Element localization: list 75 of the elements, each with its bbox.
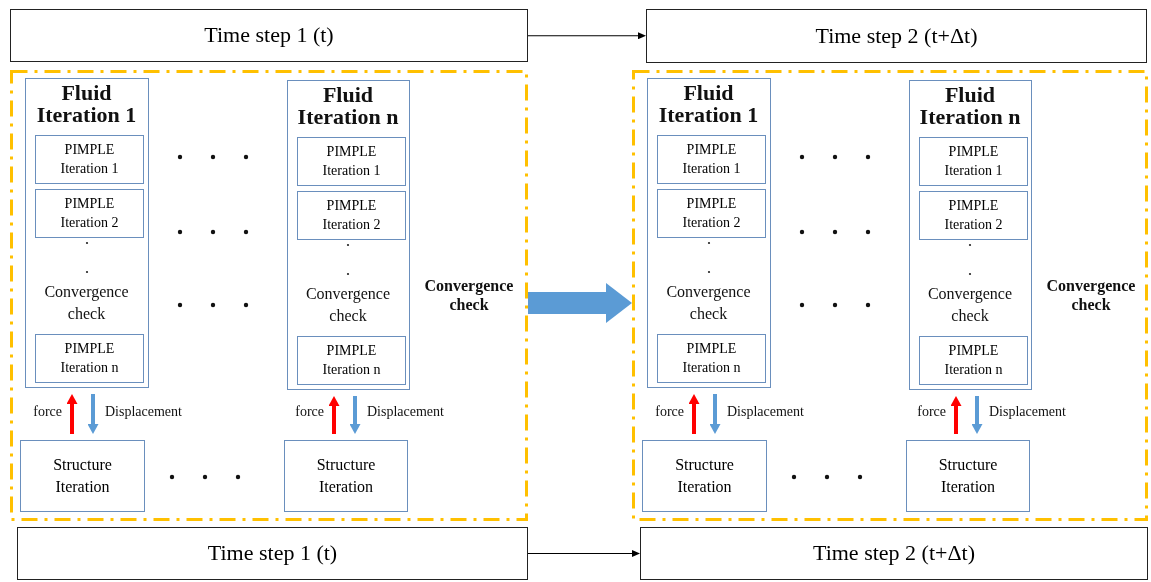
convergence-check-label: Convergence check <box>423 276 515 315</box>
convergence-check-label: Convergence check <box>1045 276 1137 315</box>
time-step-label: Time step 1 (t) <box>203 21 335 50</box>
pimple-iteration-box <box>297 137 406 186</box>
convergence-check-text: Convergence check <box>304 284 392 326</box>
iteration-label: PIMPLE Iteration 2 <box>59 195 120 232</box>
time-step-box <box>646 9 1147 63</box>
fluid-iteration-box <box>25 78 149 388</box>
iteration-label: PIMPLE Iteration n <box>321 342 382 379</box>
pimple-iteration-box <box>35 189 144 238</box>
structure-iteration-box <box>284 440 408 512</box>
iteration-label: Structure Iteration <box>674 454 735 497</box>
edge-label: Displacement <box>367 404 444 420</box>
edge-label: force <box>295 404 324 420</box>
pimple-iteration-box <box>35 334 144 383</box>
block-arrow <box>528 283 632 323</box>
arrow <box>688 394 700 434</box>
fluid-iteration-heading: Fluid Iteration n <box>918 84 1022 128</box>
iteration-label: Structure Iteration <box>315 454 377 497</box>
edge-label: force <box>655 404 684 420</box>
iteration-label: PIMPLE Iteration 2 <box>681 195 742 232</box>
structure-iteration-box <box>906 440 1030 512</box>
arrow <box>971 396 983 434</box>
arrow <box>328 396 340 434</box>
iteration-label: Structure Iteration <box>52 454 113 497</box>
structure-iteration-box <box>20 440 145 512</box>
arrow <box>87 394 99 434</box>
pimple-iteration-box <box>35 135 144 184</box>
pimple-iteration-box <box>919 191 1028 240</box>
pimple-iteration-box <box>657 135 766 184</box>
fluid-iteration-box <box>647 78 771 388</box>
arrow <box>527 550 640 557</box>
pimple-iteration-box <box>657 334 766 383</box>
pimple-iteration-box <box>297 336 406 385</box>
time-step-label: Time step 2 (t+Δt) <box>812 539 976 568</box>
pimple-iteration-box <box>657 189 766 238</box>
iteration-label: PIMPLE Iteration n <box>681 340 742 377</box>
pimple-iteration-box <box>297 191 406 240</box>
edge-label: force <box>917 404 946 420</box>
convergence-group-frame <box>632 70 1148 521</box>
iteration-label: PIMPLE Iteration 2 <box>321 197 382 234</box>
fluid-iteration-heading: Fluid Iteration 1 <box>657 82 760 126</box>
convergence-check-text: Convergence check <box>665 282 752 324</box>
time-step-label: Time step 1 (t) <box>206 539 339 568</box>
time-step-box <box>640 527 1148 580</box>
edge-label: Displacement <box>989 404 1066 420</box>
iteration-label: PIMPLE Iteration 1 <box>321 143 382 180</box>
arrow <box>66 394 78 434</box>
arrow <box>527 32 646 40</box>
arrow <box>950 396 962 434</box>
iteration-label: PIMPLE Iteration 1 <box>943 143 1004 180</box>
pimple-iteration-box <box>919 336 1028 385</box>
fluid-iteration-box <box>909 80 1032 390</box>
iteration-label: PIMPLE Iteration 1 <box>681 141 742 178</box>
fluid-iteration-box <box>287 80 410 390</box>
fluid-iteration-heading: Fluid Iteration 1 <box>35 82 138 126</box>
iteration-label: PIMPLE Iteration 1 <box>59 141 120 178</box>
pimple-iteration-box <box>919 137 1028 186</box>
time-step-box <box>17 527 528 580</box>
convergence-check-text: Convergence check <box>43 282 130 324</box>
iteration-label: PIMPLE Iteration 2 <box>943 197 1004 234</box>
edge-label: Displacement <box>105 404 182 420</box>
time-step-box <box>10 9 528 62</box>
convergence-group-frame <box>10 70 528 521</box>
arrow <box>349 396 361 434</box>
time-step-label: Time step 2 (t+Δt) <box>814 21 979 50</box>
edge-label: force <box>33 404 62 420</box>
convergence-check-text: Convergence check <box>926 284 1014 326</box>
arrow <box>709 394 721 434</box>
iteration-label: PIMPLE Iteration n <box>59 340 120 377</box>
iteration-label: Structure Iteration <box>937 454 999 497</box>
structure-iteration-box <box>642 440 767 512</box>
iteration-label: PIMPLE Iteration n <box>943 342 1004 379</box>
fluid-iteration-heading: Fluid Iteration n <box>296 84 400 128</box>
edge-label: Displacement <box>727 404 804 420</box>
